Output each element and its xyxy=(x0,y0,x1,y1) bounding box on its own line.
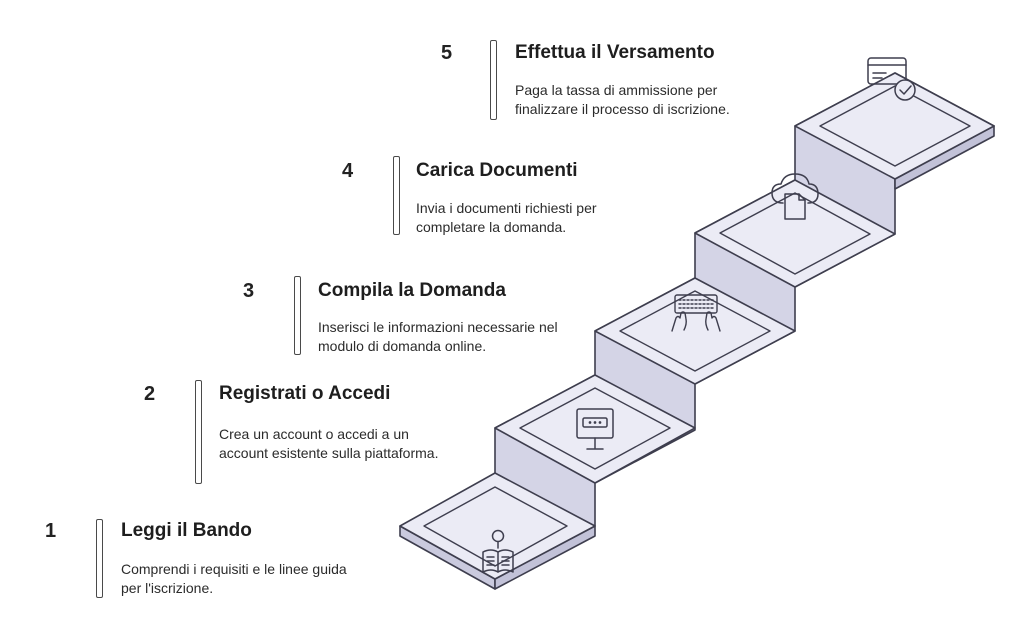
step-3-tread xyxy=(594,277,796,385)
step-marker-bar xyxy=(393,156,400,235)
step-title: Registrati o Accedi xyxy=(219,383,391,404)
step-title: Effettua il Versamento xyxy=(515,42,715,63)
step-marker-bar xyxy=(96,519,103,598)
step-marker-bar xyxy=(490,40,497,120)
step-description: Comprendi i requisiti e le linee guida p… xyxy=(121,561,347,596)
step-number: 3 xyxy=(243,280,255,302)
step-title: Compila la Domanda xyxy=(318,280,506,301)
step-title: Carica Documenti xyxy=(416,160,578,181)
step-number: 1 xyxy=(45,520,57,542)
step-description: Crea un account o accedi a un account es… xyxy=(219,426,439,461)
cloud-upload-document-icon xyxy=(771,173,819,220)
keyboard-typing-icon xyxy=(671,294,721,332)
step-number: 4 xyxy=(342,160,354,182)
step-description: Paga la tassa di ammissione per finalizz… xyxy=(515,82,730,117)
step-1-tread xyxy=(399,472,596,580)
payment-card-check-icon xyxy=(867,57,916,101)
step-number: 5 xyxy=(441,42,453,64)
step-marker-bar xyxy=(294,276,301,355)
step-marker-bar xyxy=(195,380,202,484)
step-description: Inserisci le informazioni necessarie nel… xyxy=(318,319,558,354)
step-5-tread xyxy=(794,72,995,180)
step-description: Invia i documenti richiesti per completa… xyxy=(416,200,597,235)
step-2-tread xyxy=(494,374,696,484)
step-number: 2 xyxy=(144,383,156,405)
computer-monitor-icon xyxy=(576,408,614,450)
step-4-tread xyxy=(694,179,896,288)
step-title: Leggi il Bando xyxy=(121,520,252,541)
reading-person-icon xyxy=(482,529,514,573)
